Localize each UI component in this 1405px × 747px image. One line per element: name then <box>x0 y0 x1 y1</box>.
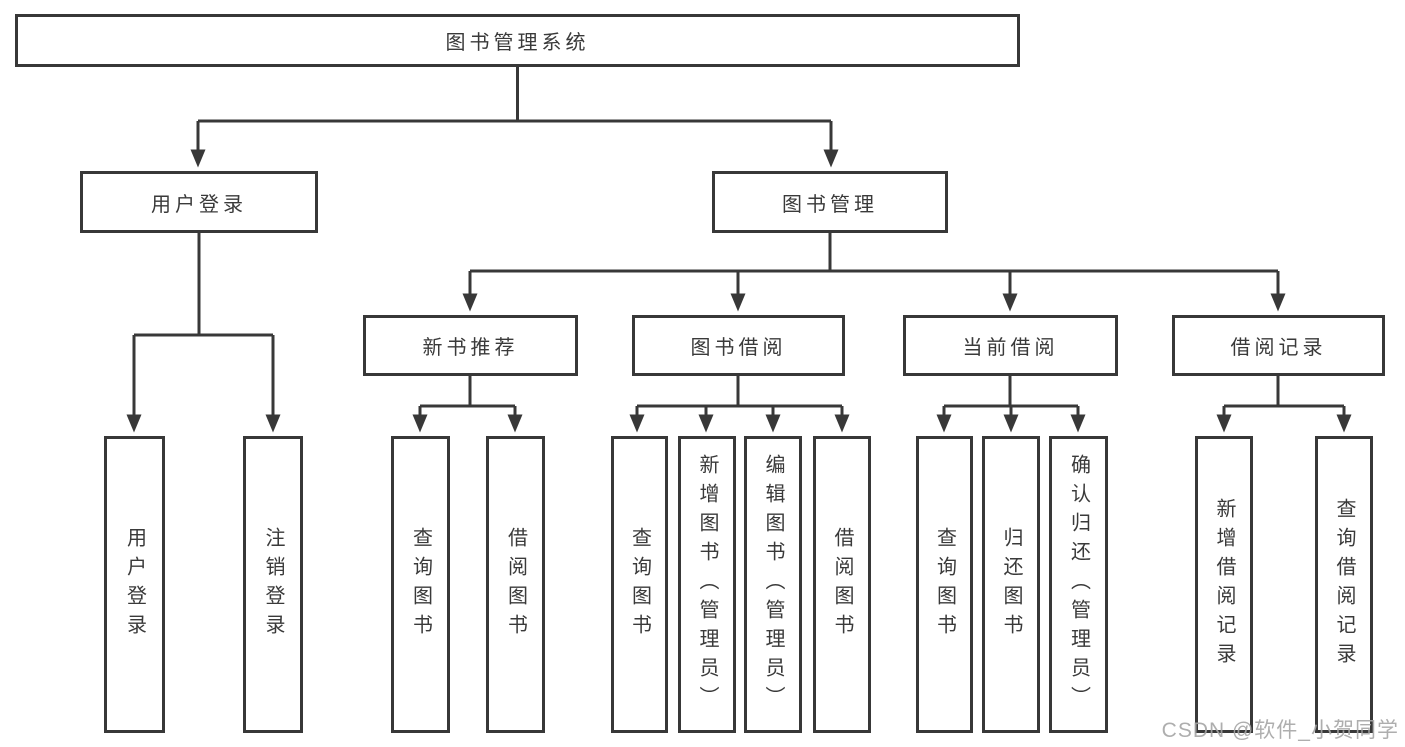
leaf-query-books-current: 查询图书 <box>916 436 973 733</box>
node-user-login-label: 用户登录 <box>151 193 247 216</box>
node-book-borrow-label: 图书借阅 <box>690 337 787 359</box>
leaf-logout-login: 注销登录 <box>243 436 303 733</box>
node-book-borrow: 图书借阅 <box>632 315 845 376</box>
leaf-confirm-return-admin: 确认归还（管理员） <box>1049 436 1108 733</box>
node-borrow-records: 借阅记录 <box>1172 315 1385 376</box>
node-new-book-recommend-label: 新书推荐 <box>422 337 519 359</box>
node-root: 图书管理系统 <box>15 14 1020 67</box>
leaf-add-books-admin-label: 新增图书（管理员） <box>696 454 718 715</box>
leaf-add-borrow-record: 新增借阅记录 <box>1195 436 1253 733</box>
leaf-query-books-borrow-label: 查询图书 <box>628 526 651 643</box>
node-book-management: 图书管理 <box>712 171 948 233</box>
leaf-query-borrow-record: 查询借阅记录 <box>1315 436 1373 733</box>
leaf-borrow-books-borrow: 借阅图书 <box>813 436 871 733</box>
node-current-borrow: 当前借阅 <box>903 315 1118 376</box>
node-user-login: 用户登录 <box>80 171 318 233</box>
leaf-query-books-borrow: 查询图书 <box>611 436 668 733</box>
csdn-watermark: CSDN @软件_小贺同学 <box>1161 719 1399 742</box>
leaf-confirm-return-admin-label: 确认归还（管理员） <box>1067 454 1090 715</box>
leaf-borrow-books-recommend-label: 借阅图书 <box>504 526 527 643</box>
node-borrow-records-label: 借阅记录 <box>1230 337 1327 359</box>
leaf-edit-books-admin-label: 编辑图书（管理员） <box>762 454 784 715</box>
leaf-query-borrow-record-label: 查询借阅记录 <box>1333 497 1355 672</box>
leaf-add-borrow-record-label: 新增借阅记录 <box>1213 497 1235 672</box>
node-new-book-recommend: 新书推荐 <box>363 315 578 376</box>
leaf-query-books-current-label: 查询图书 <box>933 526 956 643</box>
node-book-management-label: 图书管理 <box>782 193 878 216</box>
leaf-borrow-books-recommend: 借阅图书 <box>486 436 545 733</box>
leaf-add-books-admin: 新增图书（管理员） <box>678 436 736 733</box>
node-root-label: 图书管理系统 <box>445 32 590 54</box>
leaf-query-books-recommend: 查询图书 <box>391 436 450 733</box>
leaf-return-books: 归还图书 <box>982 436 1040 733</box>
leaf-borrow-books-borrow-label: 借阅图书 <box>831 526 853 643</box>
leaf-logout-login-label: 注销登录 <box>262 526 284 643</box>
leaf-query-books-recommend-label: 查询图书 <box>409 526 432 643</box>
node-current-borrow-label: 当前借阅 <box>962 337 1059 359</box>
leaf-user-login-label: 用户登录 <box>123 526 146 643</box>
leaf-return-books-label: 归还图书 <box>1000 526 1022 643</box>
leaf-edit-books-admin: 编辑图书（管理员） <box>744 436 802 733</box>
leaf-user-login: 用户登录 <box>104 436 165 733</box>
